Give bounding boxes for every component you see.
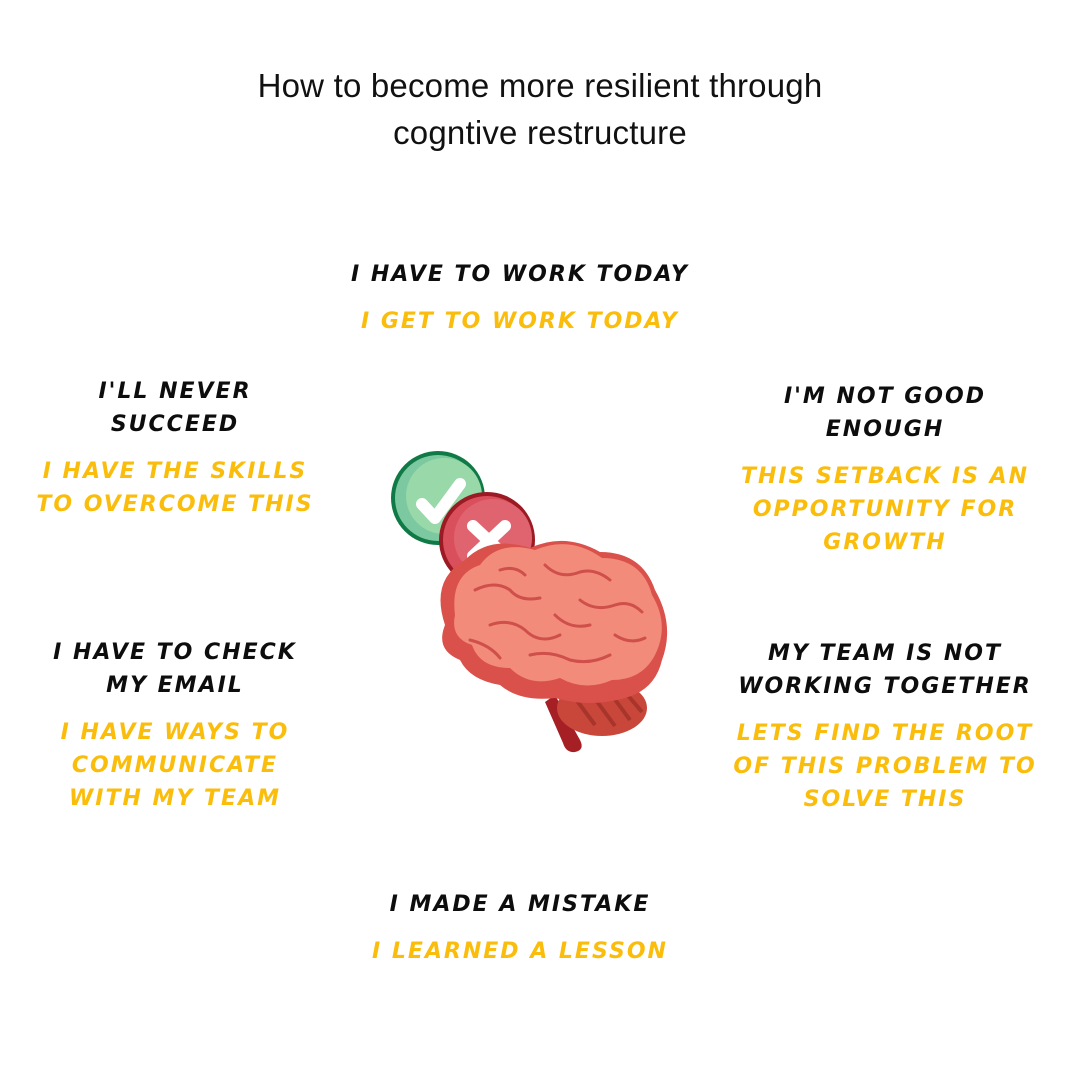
negative-thought: I'm not good enough (784, 384, 986, 442)
positive-reframe: I learned a lesson (372, 939, 668, 964)
title-line-1: How to become more resilient through (257, 67, 823, 104)
positive-reframe: I get to work today (361, 309, 679, 334)
reframe-left-top: I'll never succeed I have the skills to … (30, 375, 320, 521)
negative-thought: I made a mistake (389, 892, 651, 917)
positive-reframe: This setback is an opportunity for growt… (740, 464, 1030, 555)
positive-reframe: I have the skills to overcome this (36, 459, 314, 517)
positive-reframe: Lets find the root of this problem to so… (733, 721, 1037, 812)
brain-icon (391, 451, 668, 753)
negative-thought: I have to work today (351, 262, 689, 287)
title-line-2: cogntive restructure (393, 114, 687, 151)
page-title: How to become more resilient through cog… (0, 62, 1080, 156)
negative-thought: I have to check my email (53, 640, 297, 698)
brain-illustration (380, 440, 680, 760)
reframe-top: I have to work today I get to work today (340, 258, 700, 338)
negative-thought: I'll never succeed (98, 379, 252, 437)
reframe-left-bottom: I have to check my email I have ways to … (30, 636, 320, 815)
positive-reframe: I have ways to communicate with my team (60, 720, 290, 811)
reframe-right-bottom: My team is not working together Lets fin… (730, 637, 1040, 816)
reframe-right-top: I'm not good enough This setback is an o… (740, 380, 1030, 559)
negative-thought: My team is not working together (738, 641, 1032, 699)
reframe-bottom: I made a mistake I learned a lesson (340, 888, 700, 968)
